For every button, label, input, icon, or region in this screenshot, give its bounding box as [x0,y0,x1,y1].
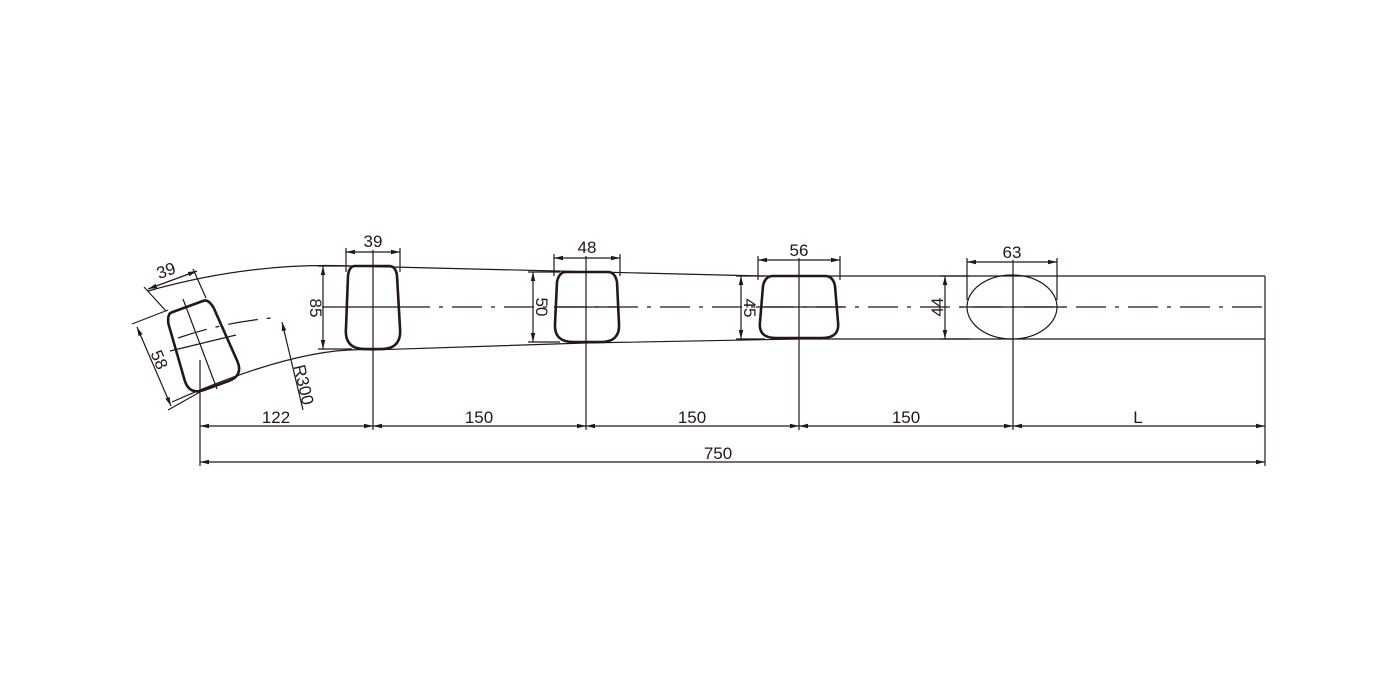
height-label-5: 44 [928,298,947,317]
width-label-3: 48 [578,238,597,257]
spacing-label-4: 150 [892,408,920,427]
overall-length-label: 750 [704,444,732,463]
ext-s1-c [131,309,169,325]
section-1-centerline-h [169,334,237,352]
rail-outline [147,264,1266,403]
curve-dash-line [177,317,273,339]
height-label-4: 45 [740,299,759,318]
section-1 [166,298,241,393]
dim-width-1 [147,270,198,290]
section-3-profile [553,270,621,344]
section-1-profile [166,299,241,393]
radius-leader [281,321,304,411]
dim-height-1 [136,326,172,407]
height-label-3: 50 [532,298,551,317]
section-2-profile [344,264,402,351]
section-2 [322,264,402,351]
dimension-lines [136,249,1265,465]
spacing-label-3: 150 [678,408,706,427]
rail-top-edge [147,264,1265,292]
ext-s1-b [192,268,207,299]
section-4-profile [758,274,840,340]
spacing-label-2: 150 [465,408,493,427]
ext-s1-d [167,391,201,411]
radius-label: R300 [290,363,318,407]
spacing-label-5: L [1133,408,1142,427]
ext-s1-a [143,286,167,312]
width-label-2: 39 [364,232,383,251]
height-label-2: 85 [306,299,325,318]
width-label-5: 63 [1003,243,1022,262]
section-5 [960,274,1064,340]
section-3 [553,270,621,344]
spacing-label-1: 122 [262,408,290,427]
height-label-1: 58 [147,347,172,372]
width-label-4: 56 [790,241,809,260]
